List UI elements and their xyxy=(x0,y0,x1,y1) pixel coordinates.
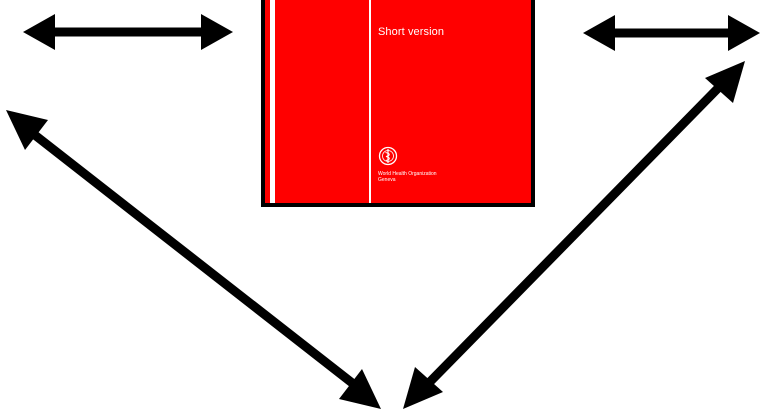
book-publisher: World Health Organization Geneva xyxy=(378,171,437,183)
arrowhead-upper-right xyxy=(705,61,745,103)
arrowhead-right xyxy=(728,15,760,51)
right-diagonal-double-arrow xyxy=(403,61,745,409)
cover-vertical-rule xyxy=(369,0,371,203)
publisher-name: World Health Organization xyxy=(378,171,437,177)
arrowhead-left xyxy=(583,15,615,51)
arrowhead-lower-right xyxy=(339,369,381,409)
arrowhead-upper-left xyxy=(6,110,48,150)
arrowhead-right xyxy=(201,14,233,50)
right-horizontal-double-arrow xyxy=(583,15,760,51)
publisher-city: Geneva xyxy=(378,177,396,183)
book-subtitle: Short version xyxy=(378,26,445,38)
book-cover: Short version World Health Organization … xyxy=(261,0,535,207)
left-diagonal-double-arrow xyxy=(6,110,381,409)
cover-white-strip xyxy=(270,0,275,203)
arrowhead-lower-left xyxy=(403,367,443,409)
arrowhead-left xyxy=(23,14,55,50)
who-emblem-icon xyxy=(378,146,398,166)
left-horizontal-double-arrow xyxy=(23,14,233,50)
